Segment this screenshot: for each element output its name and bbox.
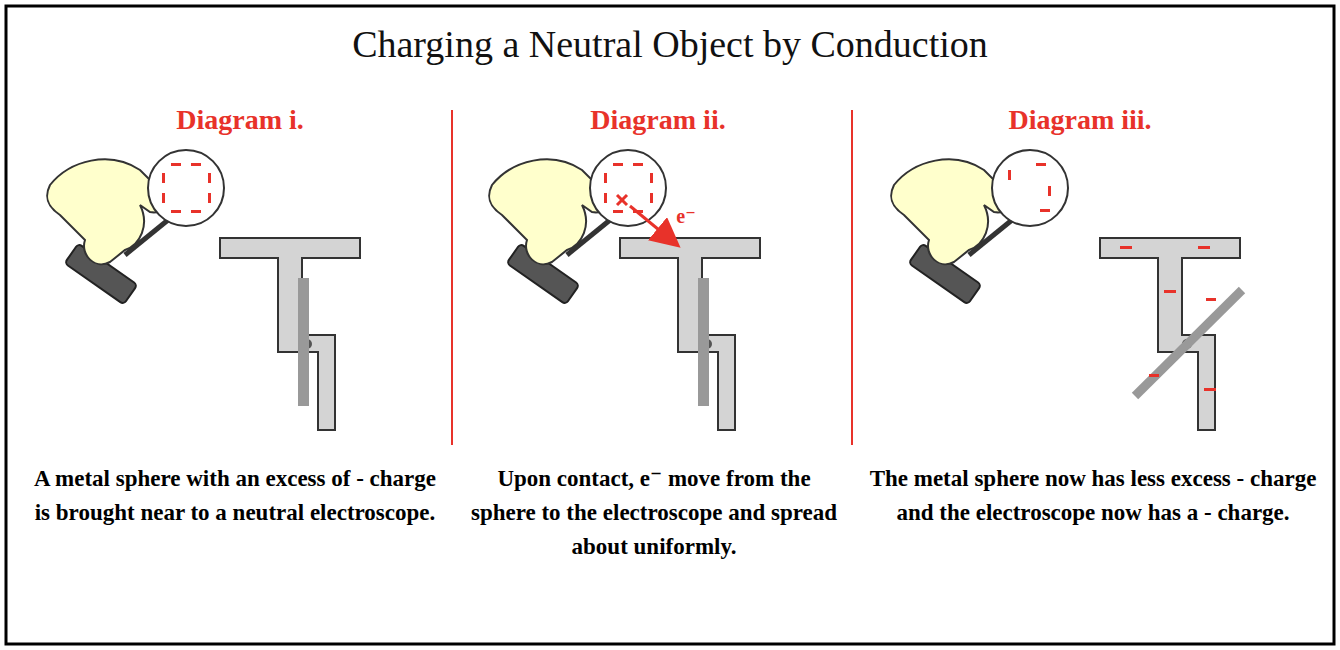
diagram-title: Charging a Neutral Object by Conduction <box>170 22 1170 66</box>
frame <box>6 6 1334 644</box>
panel-caption: A metal sphere with an excess of - charg… <box>30 462 440 530</box>
divider <box>851 110 853 445</box>
panel-heading: Diagram i. <box>90 104 390 136</box>
panel-heading: Diagram iii. <box>930 104 1230 136</box>
panel-heading: Diagram ii. <box>508 104 808 136</box>
panel-one-art <box>47 150 360 430</box>
panel-caption: The metal sphere now has less excess - c… <box>862 462 1324 530</box>
panel-caption: Upon contact, e⁻ move from the sphere to… <box>466 462 842 564</box>
charge-label: e⁻ <box>670 204 702 228</box>
panel-two-art <box>489 150 760 430</box>
divider <box>451 110 453 445</box>
panel-three-art <box>891 150 1242 430</box>
